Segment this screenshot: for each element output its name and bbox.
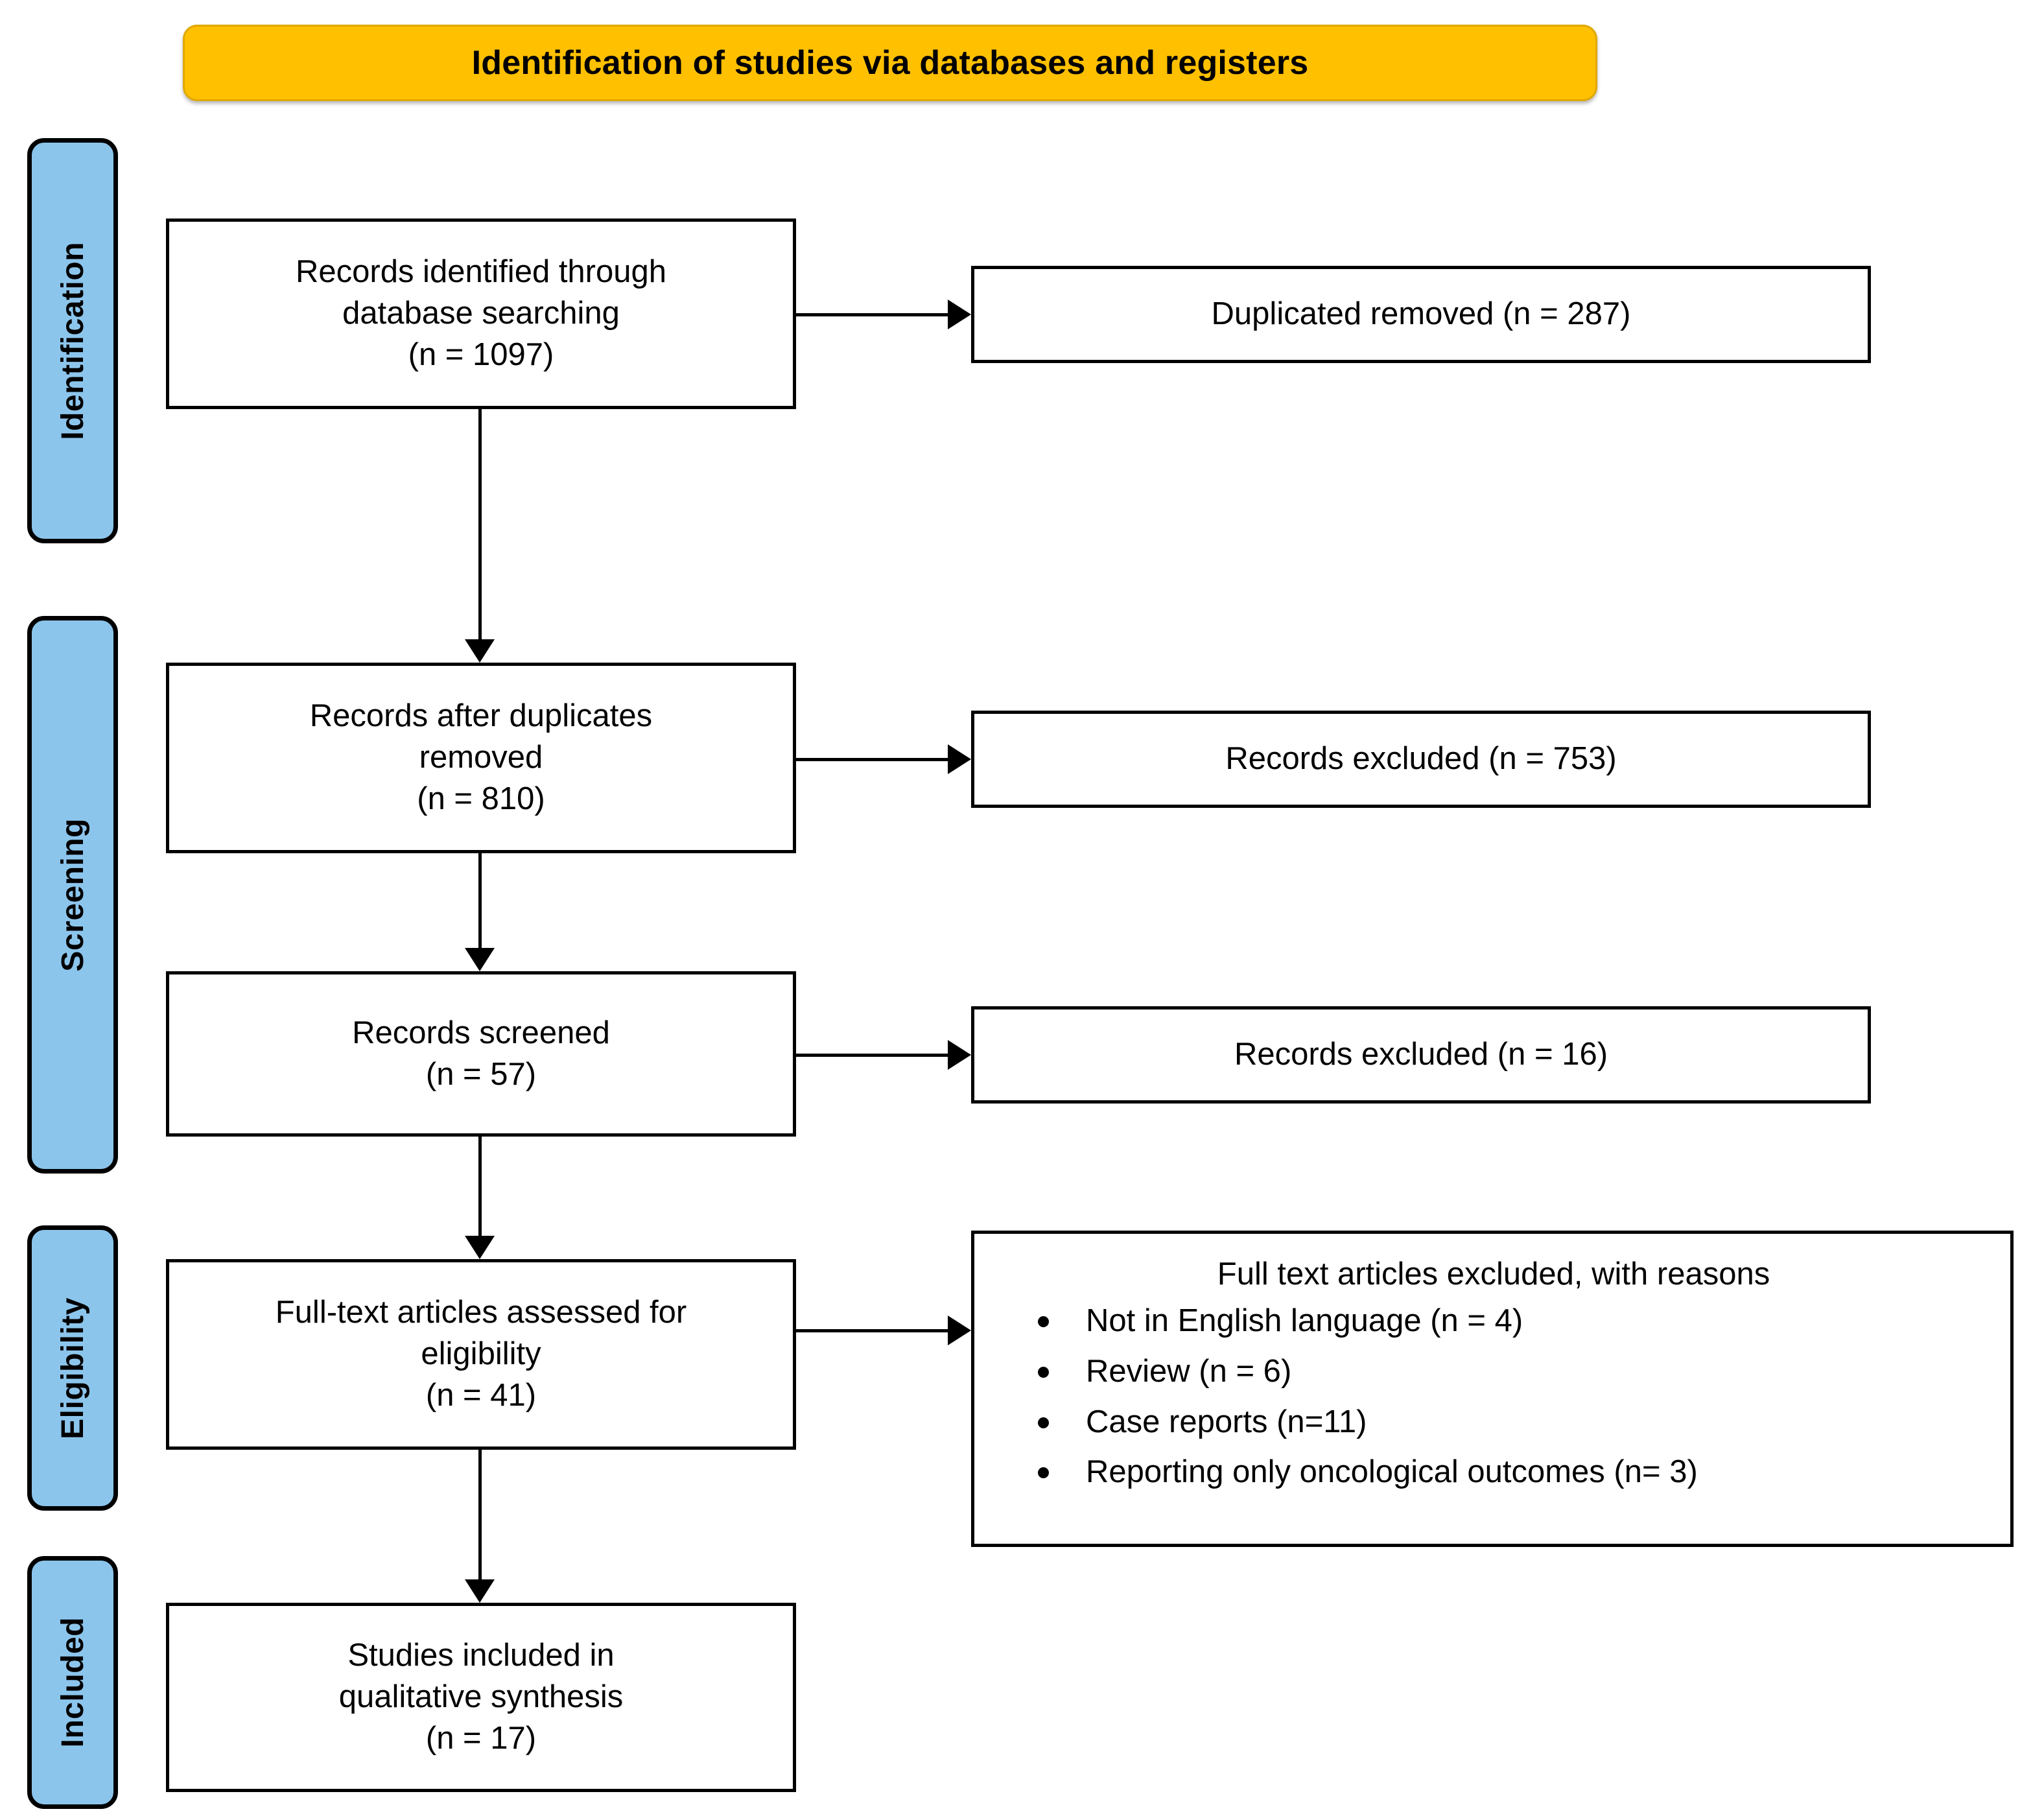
connector-horizontal-1 [796, 313, 948, 316]
phase-tab-eligibility: Eligibility [27, 1225, 118, 1511]
exclusion-reason-text: Reporting only oncological outcomes (n= … [1086, 1454, 1698, 1490]
connector-vertical-4 [478, 1450, 482, 1579]
arrow-down-icon-3 [465, 1236, 495, 1259]
connector-vertical-3 [478, 1137, 482, 1236]
phase-label-eligibility: Eligibility [55, 1297, 90, 1439]
phase-tab-screening: Screening [27, 616, 118, 1174]
bullet-icon [1038, 1316, 1049, 1328]
box-records-screened-text: Records screened (n = 57) [352, 1015, 610, 1092]
box-duplicated-removed: Duplicated removed (n = 287) [971, 266, 1871, 363]
box-records-excluded-16-text: Records excluded (n = 16) [1234, 1037, 1608, 1072]
box-records-identified: Records identified through database sear… [166, 218, 796, 409]
exclusion-reason-text: Review (n = 6) [1086, 1353, 1292, 1389]
arrow-down-icon-1 [465, 639, 495, 663]
box-duplicated-removed-text: Duplicated removed (n = 287) [1211, 296, 1631, 332]
bullet-icon [1038, 1366, 1049, 1378]
arrow-right-icon-1 [948, 300, 971, 329]
arrow-down-icon-2 [465, 948, 495, 971]
exclusion-reason-text: Not in English language (n = 4) [1086, 1303, 1523, 1339]
arrow-right-icon-2 [948, 744, 971, 774]
exclusion-reasons-title: Full text articles excluded, with reason… [1217, 1257, 1770, 1292]
arrow-down-icon-4 [465, 1579, 495, 1603]
connector-vertical-2 [478, 853, 482, 948]
exclusion-reasons-list: Not in English language (n = 4) Review (… [990, 1301, 1997, 1493]
connector-horizontal-4 [796, 1329, 948, 1332]
list-item: Not in English language (n = 4) [1031, 1301, 1997, 1342]
bullet-icon [1038, 1467, 1049, 1479]
exclusion-reason-text: Case reports (n=11) [1086, 1404, 1367, 1439]
box-records-identified-text: Records identified through database sear… [295, 254, 667, 372]
diagram-banner: Identification of studies via databases … [183, 25, 1597, 101]
phase-tab-identification: Identification [27, 138, 118, 543]
connector-vertical-1 [478, 409, 482, 639]
box-fulltext-assessed-text: Full-text articles assessed for eligibil… [275, 1295, 687, 1413]
phase-label-screening: Screening [55, 818, 90, 972]
box-records-excluded-753: Records excluded (n = 753) [971, 711, 1871, 808]
box-fulltext-assessed: Full-text articles assessed for eligibil… [166, 1259, 796, 1450]
list-item: Reporting only oncological outcomes (n= … [1031, 1452, 1997, 1493]
box-fulltext-excluded-reasons: Full text articles excluded, with reason… [971, 1231, 2014, 1547]
box-studies-included-text: Studies included in qualitative synthesi… [338, 1638, 624, 1756]
phase-tab-included: Included [27, 1556, 118, 1809]
phase-label-included: Included [55, 1617, 90, 1748]
box-records-screened: Records screened (n = 57) [166, 971, 796, 1137]
phase-label-identification: Identification [55, 241, 90, 440]
list-item: Review (n = 6) [1031, 1351, 1997, 1393]
connector-horizontal-3 [796, 1054, 948, 1057]
box-records-after-duplicates-text: Records after duplicates removed (n = 81… [309, 698, 653, 816]
list-item: Case reports (n=11) [1031, 1402, 1997, 1443]
box-studies-included: Studies included in qualitative synthesi… [166, 1603, 796, 1792]
arrow-right-icon-3 [948, 1040, 971, 1070]
bullet-icon [1038, 1417, 1049, 1428]
banner-title: Identification of studies via databases … [471, 44, 1309, 82]
arrow-right-icon-4 [948, 1316, 971, 1345]
connector-horizontal-2 [796, 758, 948, 761]
box-records-after-duplicates: Records after duplicates removed (n = 81… [166, 663, 796, 853]
box-records-excluded-16: Records excluded (n = 16) [971, 1006, 1871, 1104]
box-records-excluded-753-text: Records excluded (n = 753) [1225, 741, 1617, 777]
